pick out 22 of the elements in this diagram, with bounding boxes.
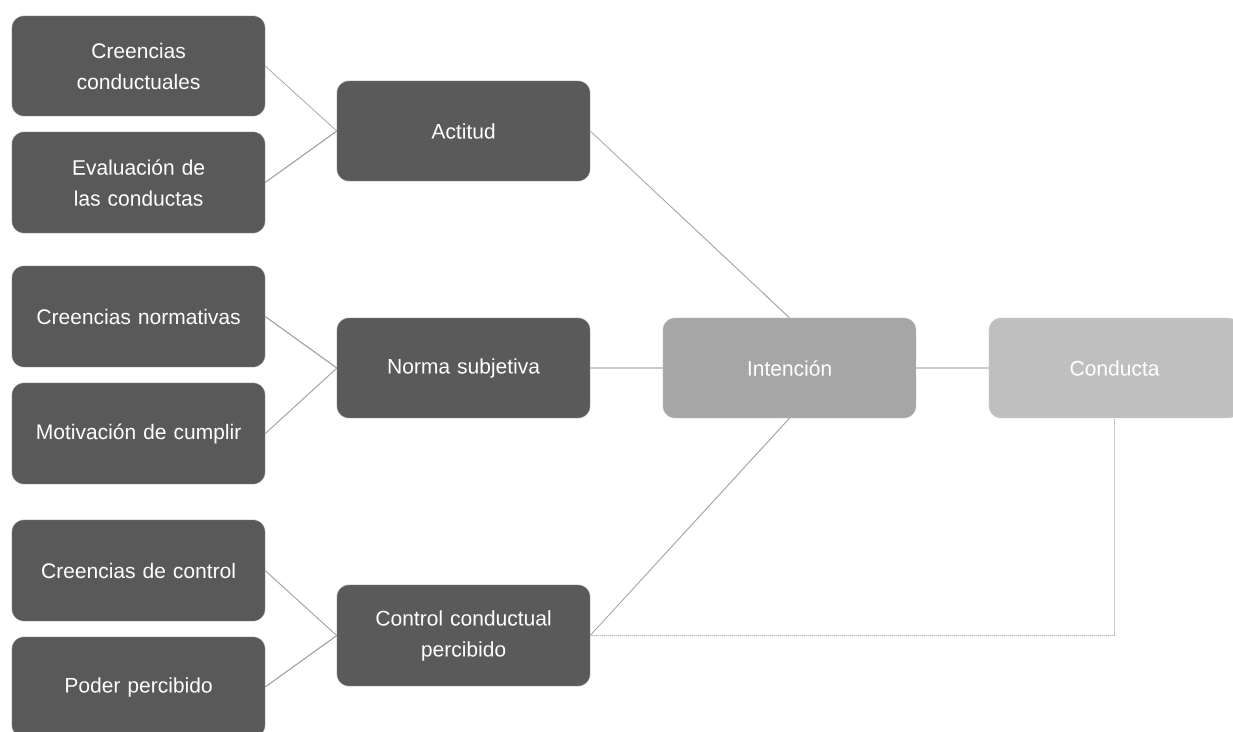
connector-line xyxy=(264,130,338,183)
rounded-box: Conducta xyxy=(988,317,1233,419)
connector-line xyxy=(589,367,664,369)
connector-line xyxy=(264,367,338,434)
connector-line xyxy=(264,635,338,688)
connector-line xyxy=(264,65,338,132)
rounded-box: Control conductual percibido xyxy=(336,584,591,687)
rounded-box: Creencias de control xyxy=(11,519,266,622)
connector-line xyxy=(589,417,1115,636)
rounded-box: Motivación de cumplir xyxy=(11,382,266,485)
rounded-box: Creencias normativas xyxy=(11,265,266,368)
rounded-box: Intención xyxy=(662,317,917,419)
rounded-box: Actitud xyxy=(336,80,591,182)
rounded-box: Norma subjetiva xyxy=(336,317,591,419)
connector-line xyxy=(915,367,990,369)
connector-line xyxy=(589,130,790,319)
rounded-box: Poder percibido xyxy=(11,636,266,732)
connector-line xyxy=(589,417,790,636)
connector-line xyxy=(264,316,338,369)
connector-line xyxy=(264,570,338,636)
rounded-box: Evaluación de las conductas xyxy=(11,131,266,234)
rounded-box: Creencias conductuales xyxy=(11,15,266,117)
